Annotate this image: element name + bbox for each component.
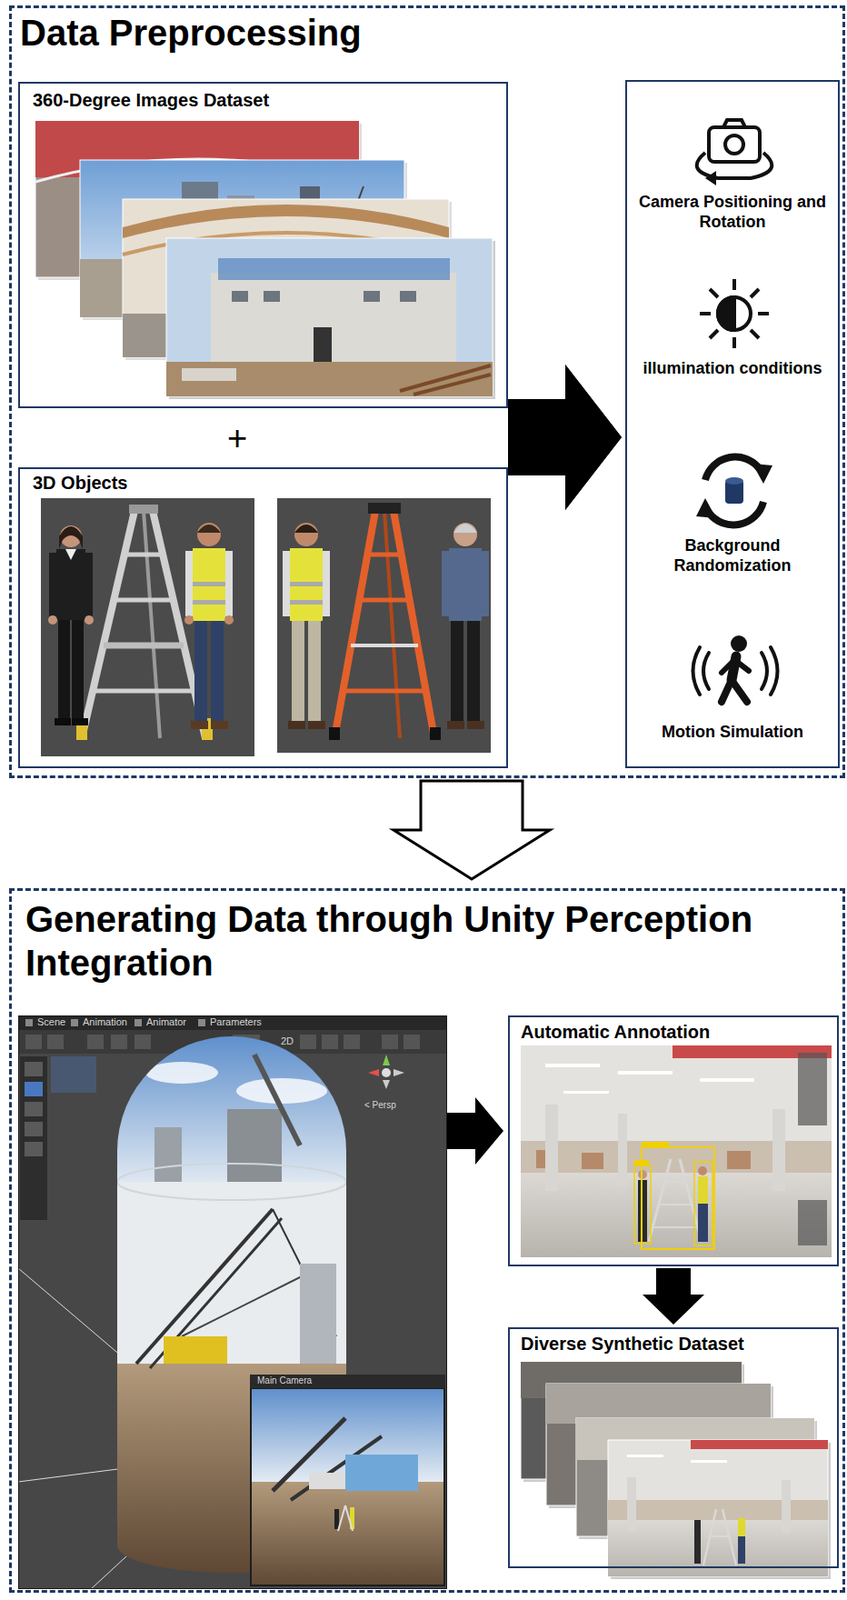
section-region: Generating Data through Unity Perception… [9, 887, 846, 1593]
panorama-stack [35, 120, 496, 399]
box-title: 3D Objects [32, 471, 128, 494]
ui-label: < Persp [364, 1099, 397, 1111]
ui-label: Scene [37, 1016, 66, 1028]
box-title: Automatic Annotation [520, 1020, 710, 1043]
ui-label: Animator [146, 1016, 187, 1028]
annotated-frame [520, 1045, 832, 1257]
unity-screenshot: Scene Animation Animator Parameters 2D < Pers… [18, 1015, 448, 1589]
icon-caption: illumination conditions [629, 358, 836, 379]
illumination-icon [699, 279, 769, 349]
axis-gizmo [368, 1054, 405, 1089]
ui-label: Main Camera [257, 1375, 312, 1386]
motion-icon [693, 635, 778, 702]
ui-label: 2D [280, 1035, 294, 1047]
objects-box: 3D Objects [18, 467, 509, 768]
box-title: 360-Degree Images Dataset [32, 89, 270, 111]
ui-label: Parameters [209, 1016, 262, 1028]
annotation-box: Automatic Annotation [508, 1015, 839, 1266]
unity-editor [18, 1015, 448, 1589]
section-region: Data Preprocessing 360-Degree Images Data… [9, 5, 846, 778]
dataset-box: Diverse Synthetic Dataset [508, 1326, 839, 1568]
dataset-stack [520, 1361, 831, 1579]
dataset-box: 360-Degree Images Dataset [18, 81, 509, 409]
flow-arrow [447, 1096, 504, 1165]
flow-arrow [508, 364, 622, 510]
ui-label: Animation [82, 1016, 128, 1028]
plus-sign: + [227, 418, 248, 460]
box-title: Diverse Synthetic Dataset [520, 1332, 745, 1355]
icon-caption: Background Randomization [629, 536, 836, 576]
section-title: Data Preprocessing [19, 10, 820, 55]
section-title: Generating Data through Unity Perception… [25, 896, 826, 985]
camera-icon [697, 119, 773, 186]
object-renders [40, 498, 491, 757]
flow-arrow [642, 1267, 705, 1325]
icon-caption: Camera Positioning and Rotation [629, 192, 836, 232]
flow-arrow [508, 364, 622, 510]
randomize-icon [696, 457, 773, 526]
icon-caption: Motion Simulation [629, 722, 836, 743]
augmentation-box: Camera Positioning and Rotation illuminat… [625, 79, 840, 768]
stage-arrow [393, 780, 550, 879]
